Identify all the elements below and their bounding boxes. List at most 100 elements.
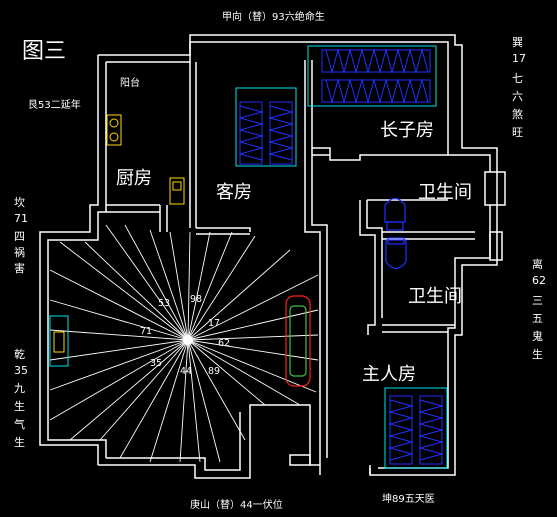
compass-ray bbox=[187, 339, 221, 463]
vertical-char: 71 bbox=[14, 212, 28, 225]
guest-right-wall bbox=[304, 60, 321, 270]
right-nub-2 bbox=[484, 171, 506, 206]
vertical-char: 六 bbox=[512, 90, 523, 103]
outer-wall-bottom bbox=[98, 404, 321, 479]
vertical-char: 四 bbox=[14, 230, 25, 243]
vertical-char: 五 bbox=[532, 312, 543, 325]
compass-ray bbox=[187, 339, 301, 406]
bathroom-2-label: 卫生间 bbox=[408, 286, 462, 307]
left-inner-orientation-label: 艮53二延年 bbox=[28, 98, 81, 111]
top-orientation-label: 甲向（替）93六绝命生 bbox=[222, 10, 325, 23]
compass-ray bbox=[187, 309, 319, 341]
bottom-bump bbox=[289, 454, 311, 466]
sofa bbox=[285, 295, 311, 387]
compass-ray bbox=[187, 231, 233, 341]
right-lower-vertical-label: 离 62 三 五 鬼 生 bbox=[532, 257, 546, 361]
compass-ray bbox=[187, 339, 266, 406]
compass-ray bbox=[49, 269, 189, 341]
outer-wall-right bbox=[369, 175, 498, 476]
inner-wall-left bbox=[47, 62, 107, 458]
compass-ray bbox=[187, 231, 191, 341]
compass-number: 44 bbox=[180, 366, 192, 377]
vertical-char: 坎 bbox=[14, 196, 25, 209]
inner-wall-top bbox=[106, 41, 491, 172]
kitchen-label: 厨房 bbox=[116, 168, 152, 189]
right-upper-vertical-label: 巽 17 七 六 煞 旺 bbox=[512, 36, 526, 139]
compass-ray bbox=[187, 339, 317, 393]
compass-ray bbox=[187, 334, 319, 341]
guest-room-label: 客房 bbox=[216, 182, 252, 203]
compass-ray bbox=[105, 224, 189, 341]
vertical-char: 离 bbox=[532, 257, 543, 271]
vertical-char: 35 bbox=[14, 364, 28, 377]
vertical-char: 17 bbox=[512, 52, 526, 65]
compass-number: 17 bbox=[208, 318, 220, 329]
compass-ray bbox=[99, 339, 189, 441]
bathroom-left-wall bbox=[359, 200, 376, 335]
vertical-char: 巽 bbox=[512, 36, 523, 49]
stove bbox=[106, 114, 122, 146]
son-room-bottom-wall bbox=[312, 147, 448, 161]
balcony-label: 阳台 bbox=[120, 76, 140, 89]
vertical-char: 气 bbox=[14, 417, 25, 431]
compass-ray bbox=[49, 339, 189, 421]
vertical-char: 生 bbox=[14, 435, 25, 449]
outer-wall-top bbox=[98, 34, 498, 175]
eldest-son-room-label: 长子房 bbox=[380, 120, 434, 141]
bottom-right-orientation-label: 坤89五天医 bbox=[382, 492, 435, 505]
vertical-char: 乾 bbox=[14, 348, 25, 361]
bathroom-1-label: 卫生间 bbox=[418, 182, 472, 203]
vertical-char: 九 bbox=[14, 382, 25, 395]
guest-right-wall-2 bbox=[311, 60, 328, 270]
vertical-char: 煞 bbox=[512, 107, 523, 121]
compass-ray bbox=[187, 339, 201, 463]
vertical-char: 生 bbox=[532, 347, 543, 361]
vertical-char: 害 bbox=[14, 261, 25, 275]
compass-ray bbox=[84, 241, 189, 341]
compass-ray bbox=[49, 339, 189, 361]
compass-ray bbox=[124, 224, 189, 341]
inner-wall-bottom bbox=[106, 412, 241, 471]
compass-ray bbox=[49, 299, 189, 341]
compass-number: 71 bbox=[140, 326, 152, 337]
compass-star bbox=[49, 224, 319, 463]
compass-ray bbox=[179, 339, 189, 463]
left-upper-vertical-label: 坎 71 四 祸 害 bbox=[14, 196, 28, 275]
left-lower-vertical-label: 乾 35 九 生 气 生 bbox=[14, 348, 28, 449]
tv-cabinet bbox=[49, 315, 69, 367]
master-bed bbox=[384, 387, 448, 469]
compass-ray bbox=[149, 229, 189, 341]
compass-ray bbox=[119, 339, 189, 459]
compass-ray bbox=[187, 339, 319, 361]
compass-ray bbox=[69, 339, 189, 441]
toilet-1 bbox=[384, 197, 406, 231]
right-nub bbox=[489, 231, 503, 261]
compass-ray bbox=[59, 241, 189, 341]
compass-center bbox=[183, 335, 193, 345]
compass-ray bbox=[187, 274, 319, 341]
compass-ray bbox=[149, 339, 189, 463]
compass-ray bbox=[187, 231, 211, 341]
compass-number: 98 bbox=[190, 294, 202, 305]
compass-ray bbox=[187, 249, 291, 341]
compass-ray bbox=[187, 339, 246, 441]
compass-number: 35 bbox=[150, 358, 162, 369]
master-bedroom-label: 主人房 bbox=[362, 364, 416, 385]
vertical-char: 旺 bbox=[512, 126, 523, 139]
vertical-char: 七 bbox=[512, 72, 523, 85]
outer-wall-left bbox=[39, 55, 99, 465]
compass-number: 53 bbox=[158, 298, 170, 309]
son-bed bbox=[307, 45, 437, 107]
compass-number: 89 bbox=[208, 366, 220, 377]
compass-ray bbox=[169, 231, 189, 341]
bathroom-left-wall-2 bbox=[366, 200, 383, 318]
bottom-left-orientation-label: 庚山（替）44一伏位 bbox=[190, 498, 283, 511]
walls bbox=[39, 34, 506, 479]
vertical-char: 祸 bbox=[14, 245, 25, 259]
compass-ray bbox=[49, 329, 189, 341]
kitchen-sink bbox=[169, 177, 185, 205]
vertical-char: 三 bbox=[532, 294, 543, 307]
figure-label: 图三 bbox=[22, 39, 66, 64]
compass-number: 62 bbox=[218, 338, 230, 349]
